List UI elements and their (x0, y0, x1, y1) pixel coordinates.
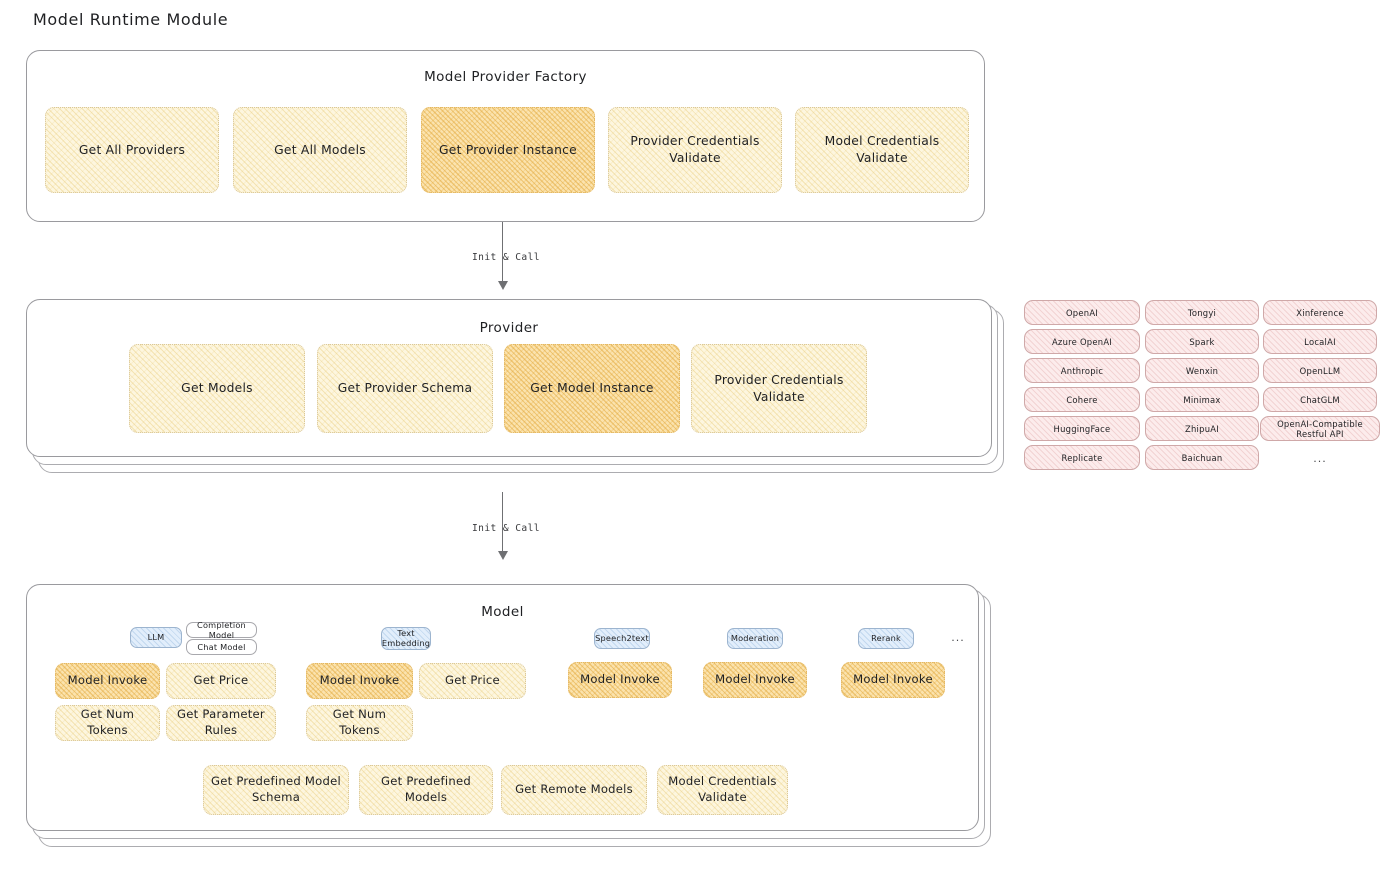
text-embedding-method-get-num-tokens[interactable]: Get Num Tokens (306, 705, 413, 741)
arrow-provider-to-model-label: Init & Call (472, 523, 540, 534)
provider-chip-openai-compatible-restful-api[interactable]: OpenAI-Compatible Restful API (1260, 416, 1380, 441)
model-type-badge-rerank[interactable]: Rerank (858, 628, 914, 649)
llm-method-get-parameter-rules[interactable]: Get Parameter Rules (166, 705, 276, 741)
provider-chip-minimax[interactable]: Minimax (1145, 387, 1259, 412)
rerank-method-model-invoke[interactable]: Model Invoke (841, 662, 945, 698)
provider-item-get-models[interactable]: Get Models (129, 344, 305, 433)
factory-item-provider-credentials-validate[interactable]: Provider Credentials Validate (608, 107, 782, 193)
model-type-subbadge-completion-model[interactable]: Completion Model (186, 620, 257, 640)
provider-item-get-provider-schema[interactable]: Get Provider Schema (317, 344, 493, 433)
model-container (26, 584, 979, 831)
provider-chip-chatglm[interactable]: ChatGLM (1263, 387, 1377, 412)
model-shared-method-model-credentials-validate[interactable]: Model Credentials Validate (657, 765, 788, 815)
provider-chip-wenxin[interactable]: Wenxin (1145, 358, 1259, 383)
arrow-factory-to-provider-line (502, 222, 504, 284)
arrow-factory-to-provider-label: Init & Call (472, 252, 540, 263)
provider-chip-replicate[interactable]: Replicate (1024, 445, 1140, 470)
factory-item-model-credentials-validate[interactable]: Model Credentials Validate (795, 107, 969, 193)
factory-item-get-provider-instance[interactable]: Get Provider Instance (421, 107, 595, 193)
llm-method-get-price[interactable]: Get Price (166, 663, 276, 699)
llm-method-get-num-tokens[interactable]: Get Num Tokens (55, 705, 160, 741)
arrow-provider-to-model-head (498, 551, 508, 560)
model-type-subbadge-chat-model[interactable]: Chat Model (186, 639, 257, 655)
provider-chip-cohere[interactable]: Cohere (1024, 387, 1140, 412)
model-type-badge-speech2text[interactable]: Speech2text (594, 628, 650, 649)
provider-item-get-model-instance[interactable]: Get Model Instance (504, 344, 680, 433)
page-title: Model Runtime Module (33, 10, 229, 29)
moderation-method-model-invoke[interactable]: Model Invoke (703, 662, 807, 698)
provider-chip-localai[interactable]: LocalAI (1263, 329, 1377, 354)
model-shared-method-get-predefined-model-schema[interactable]: Get Predefined Model Schema (203, 765, 349, 815)
provider-chip-openllm[interactable]: OpenLLM (1263, 358, 1377, 383)
provider-chip-anthropic[interactable]: Anthropic (1024, 358, 1140, 383)
provider-chip-baichuan[interactable]: Baichuan (1145, 445, 1259, 470)
provider-list-more-ellipsis: ... (1313, 452, 1327, 465)
factory-item-get-all-models[interactable]: Get All Models (233, 107, 407, 193)
factory-item-get-all-providers[interactable]: Get All Providers (45, 107, 219, 193)
provider-chip-openai[interactable]: OpenAI (1024, 300, 1140, 325)
provider-chip-zhipuai[interactable]: ZhipuAI (1145, 416, 1259, 441)
model-type-badge-llm[interactable]: LLM (130, 627, 182, 648)
provider-item-provider-credentials-validate[interactable]: Provider Credentials Validate (691, 344, 867, 433)
model-types-more-ellipsis: ... (951, 631, 965, 644)
provider-chip-spark[interactable]: Spark (1145, 329, 1259, 354)
provider-chip-xinference[interactable]: Xinference (1263, 300, 1377, 325)
model-shared-method-get-remote-models[interactable]: Get Remote Models (501, 765, 647, 815)
model-type-badge-text-embedding[interactable]: Text Embedding (381, 627, 431, 650)
model-type-badge-moderation[interactable]: Moderation (727, 628, 783, 649)
provider-chip-azure-openai[interactable]: Azure OpenAI (1024, 329, 1140, 354)
provider-chip-huggingface[interactable]: HuggingFace (1024, 416, 1140, 441)
model-provider-factory-title: Model Provider Factory (424, 69, 587, 85)
provider-chip-tongyi[interactable]: Tongyi (1145, 300, 1259, 325)
speech2text-method-model-invoke[interactable]: Model Invoke (568, 662, 672, 698)
text-embedding-method-get-price[interactable]: Get Price (419, 663, 526, 699)
provider-title: Provider (479, 320, 539, 336)
arrow-provider-to-model-line (502, 492, 504, 554)
llm-method-model-invoke[interactable]: Model Invoke (55, 663, 160, 699)
arrow-factory-to-provider-head (498, 281, 508, 290)
text-embedding-method-model-invoke[interactable]: Model Invoke (306, 663, 413, 699)
model-shared-method-get-predefined-models[interactable]: Get Predefined Models (359, 765, 493, 815)
model-title: Model (481, 604, 524, 620)
